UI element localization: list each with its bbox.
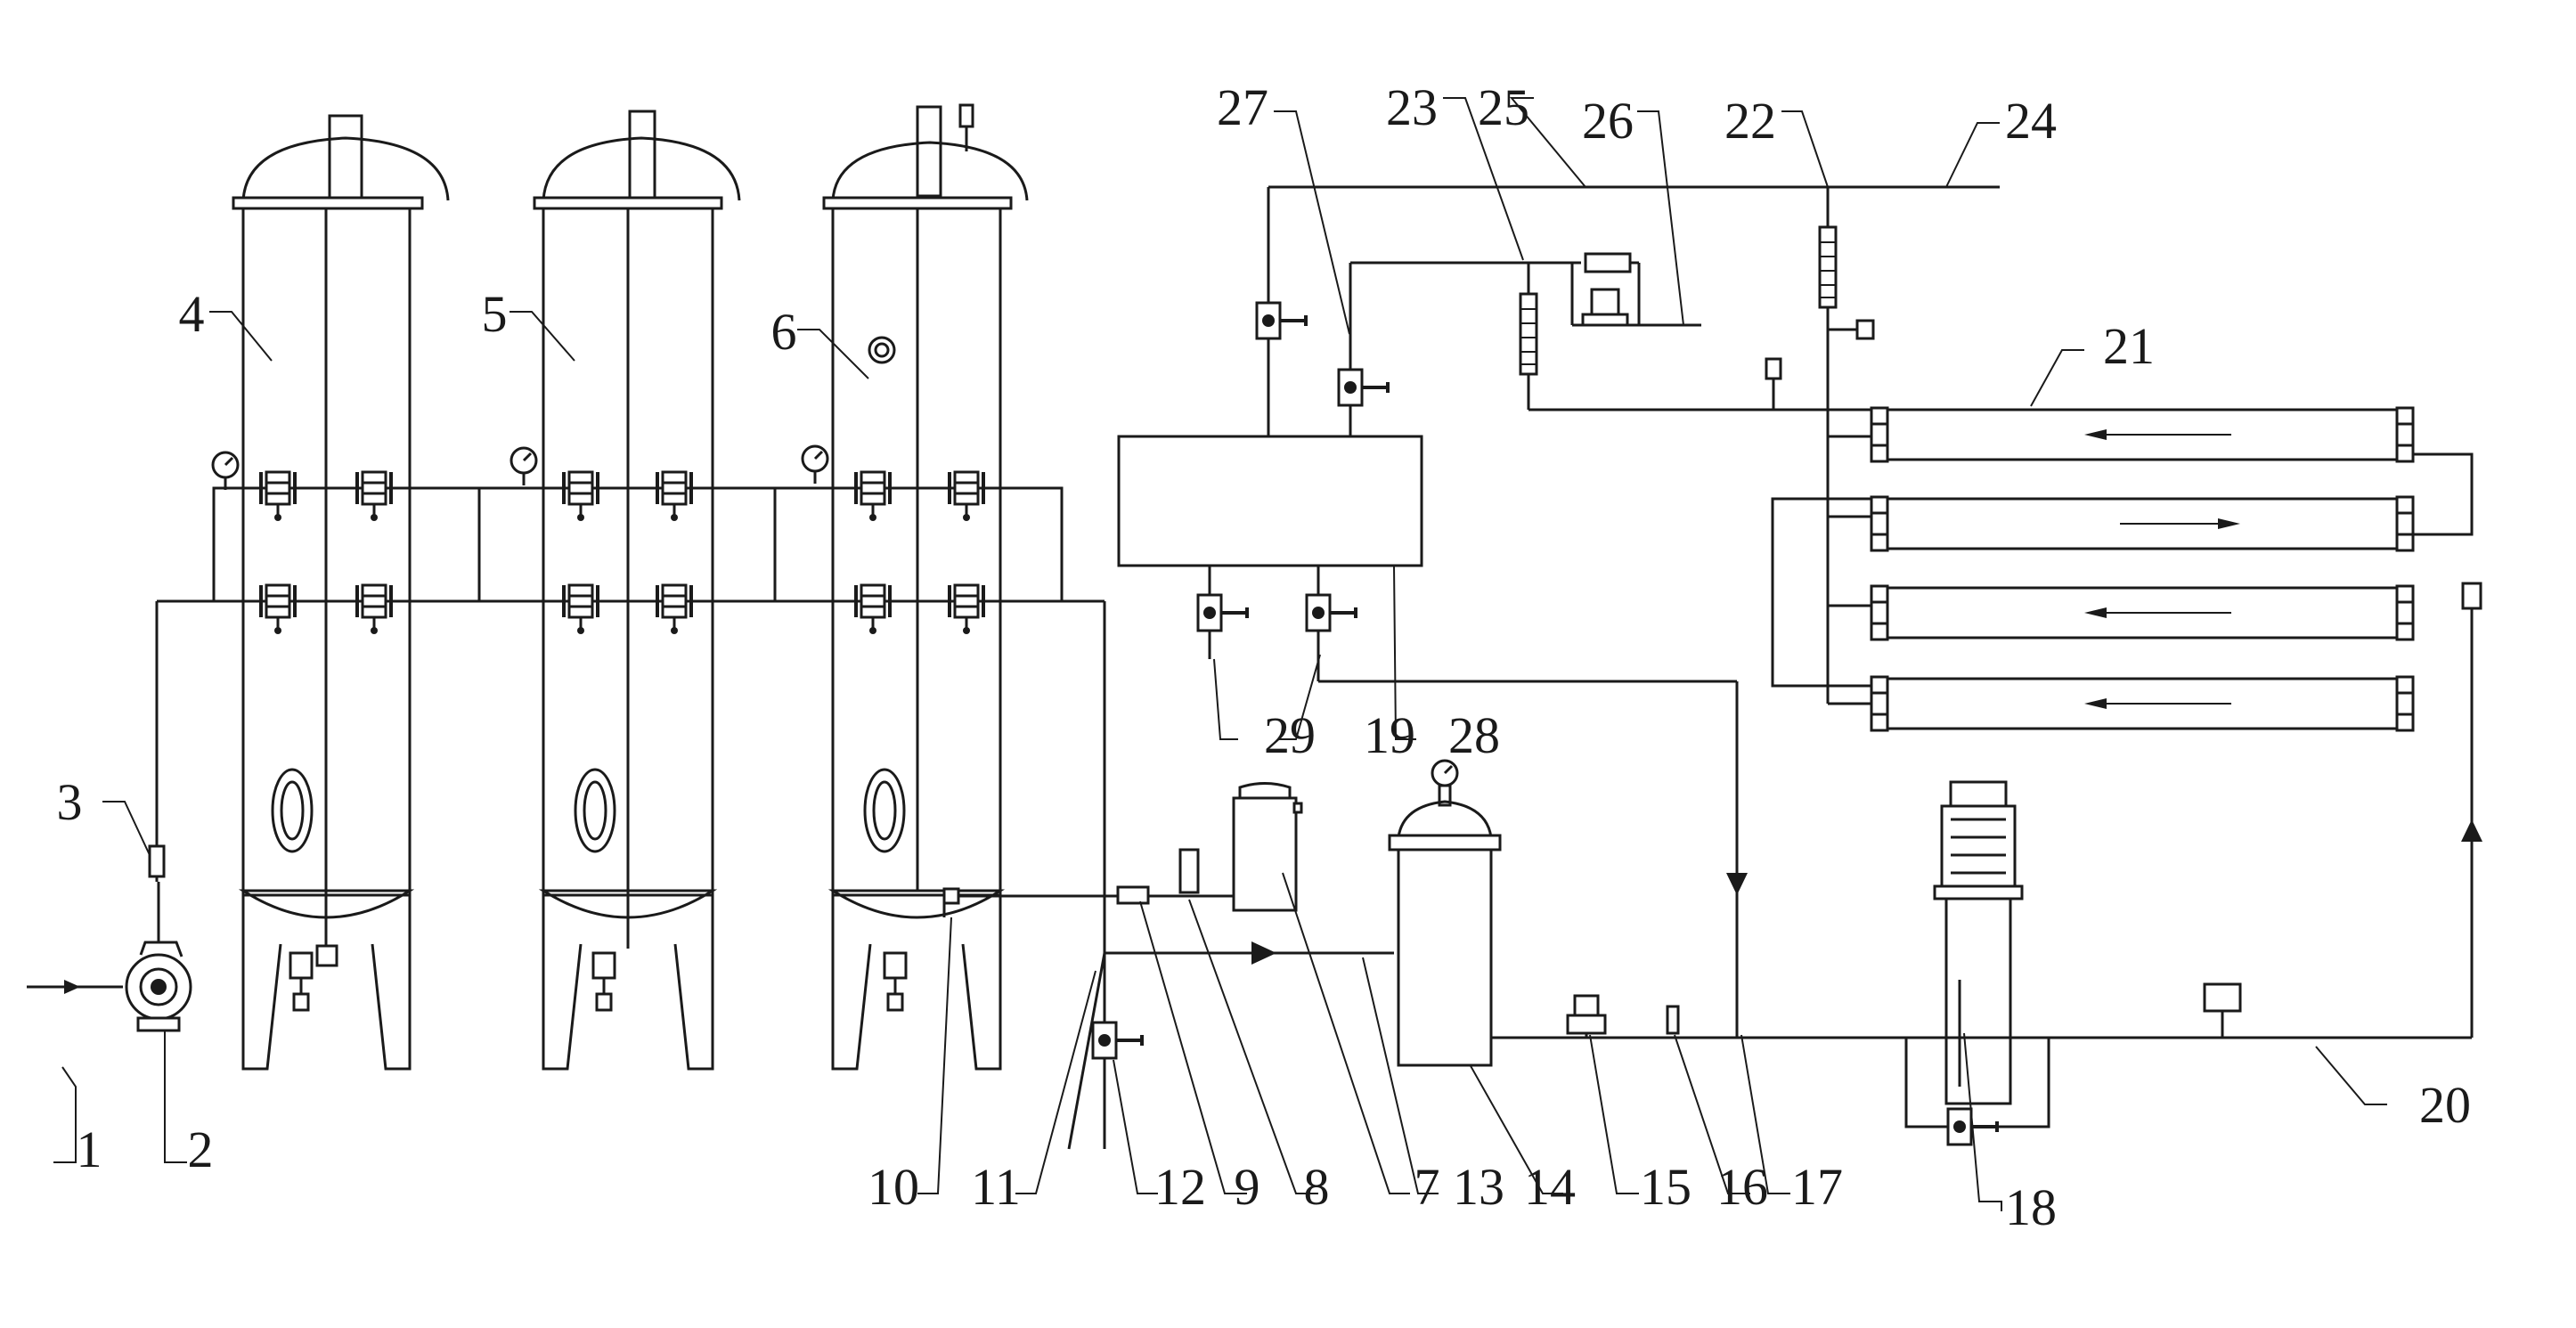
- label-13: 13: [1453, 1158, 1504, 1216]
- label-11: 11: [971, 1158, 1021, 1216]
- high-pressure-pump-18: [1933, 780, 2024, 1105]
- label-8: 8: [1304, 1158, 1330, 1216]
- label-17: 17: [1791, 1158, 1843, 1216]
- permeate-line: [1519, 252, 1871, 411]
- label-23: 23: [1386, 78, 1438, 136]
- label-5: 5: [482, 285, 508, 343]
- label-26: 26: [1582, 92, 1634, 150]
- label-1: 1: [77, 1120, 102, 1178]
- high-pressure-line: [1566, 582, 2482, 1146]
- label-20: 20: [2419, 1076, 2471, 1134]
- cartridge-filter-line: [942, 782, 1394, 1150]
- filter-tank-5: [533, 110, 741, 1071]
- part-number-labels: 1 2 3 4 5 6 7 8 9 10 11 12 13 14 15 16 1…: [57, 78, 2472, 1236]
- label-10: 10: [868, 1158, 919, 1216]
- label-9: 9: [1235, 1158, 1260, 1216]
- filter-tank-4: [232, 114, 450, 1071]
- label-12: 12: [1154, 1158, 1206, 1216]
- concentrate-line: [1771, 187, 2474, 705]
- label-21: 21: [2103, 317, 2155, 375]
- inlet-pump: [27, 601, 192, 1032]
- leader-lines: [53, 97, 2387, 1211]
- clean-water-tank-28: [1117, 185, 2000, 683]
- label-16: 16: [1716, 1158, 1768, 1216]
- label-3: 3: [57, 773, 83, 831]
- label-19: 19: [1364, 706, 1415, 764]
- ro-membrane-array-21: [1870, 406, 2415, 732]
- label-29: 29: [1264, 706, 1316, 764]
- label-28: 28: [1448, 706, 1500, 764]
- label-6: 6: [771, 303, 797, 361]
- label-27: 27: [1217, 78, 1268, 136]
- label-15: 15: [1640, 1158, 1692, 1216]
- label-14: 14: [1524, 1158, 1576, 1216]
- label-7: 7: [1414, 1158, 1440, 1216]
- label-18: 18: [2005, 1178, 2057, 1236]
- tank-manifold: [157, 444, 1106, 1149]
- label-25: 25: [1478, 78, 1529, 136]
- label-4: 4: [179, 285, 205, 343]
- filter-tank-6: [822, 103, 1029, 1071]
- label-22: 22: [1724, 92, 1776, 150]
- label-24: 24: [2005, 92, 2057, 150]
- precision-filter-14: [1388, 759, 2472, 1067]
- label-2: 2: [188, 1120, 214, 1178]
